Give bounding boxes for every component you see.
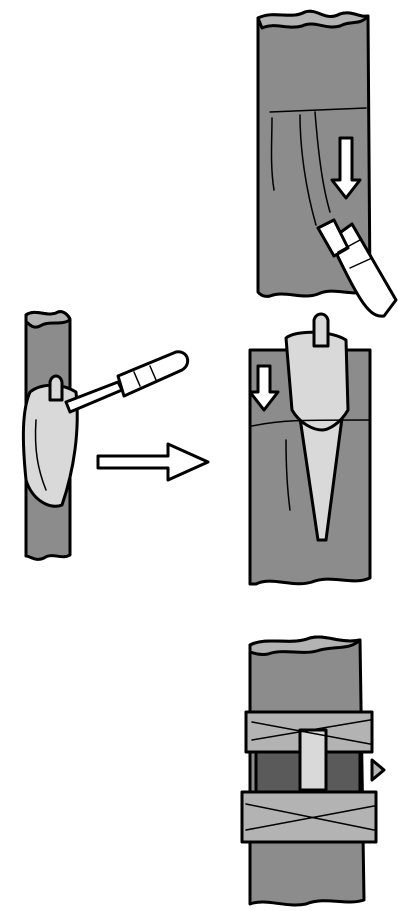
scion-bud (50, 376, 62, 400)
panel-cut-stem (258, 11, 396, 316)
right-arrow (98, 444, 208, 480)
panel-graft-inserted (250, 314, 370, 584)
wrap-tail (372, 760, 384, 780)
panel-wrapped (242, 637, 384, 905)
panel-scion (23, 312, 208, 560)
wrap-scion-window (300, 730, 326, 790)
inserted-scion-bud (314, 314, 328, 346)
